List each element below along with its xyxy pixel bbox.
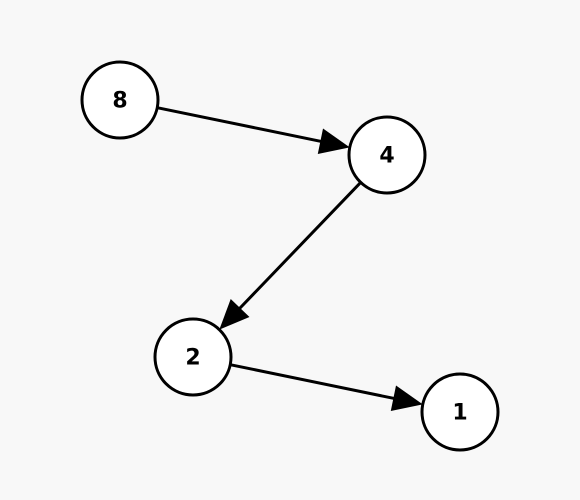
arrowhead (390, 385, 423, 412)
node-4: 4 (347, 115, 427, 195)
edge-line (156, 106, 323, 144)
node-circle (153, 317, 233, 397)
edge-n4-n2 (219, 181, 362, 330)
edges-layer (156, 106, 423, 412)
node-label: 2 (185, 346, 200, 371)
edge-n2-n1 (229, 363, 423, 412)
node-8: 8 (80, 60, 160, 140)
node-circle (347, 115, 427, 195)
arrowhead (219, 298, 250, 330)
node-circle (420, 372, 500, 452)
arrowhead (317, 128, 350, 155)
edge-line (237, 181, 362, 311)
node-label: 8 (112, 89, 127, 114)
nodes-layer: 8 4 2 1 (80, 60, 500, 452)
node-2: 2 (153, 317, 233, 397)
node-label: 1 (452, 401, 467, 426)
node-label: 4 (379, 144, 394, 169)
edge-line (229, 363, 396, 401)
node-circle (80, 60, 160, 140)
edge-n8-n4 (156, 106, 350, 155)
node-1: 1 (420, 372, 500, 452)
